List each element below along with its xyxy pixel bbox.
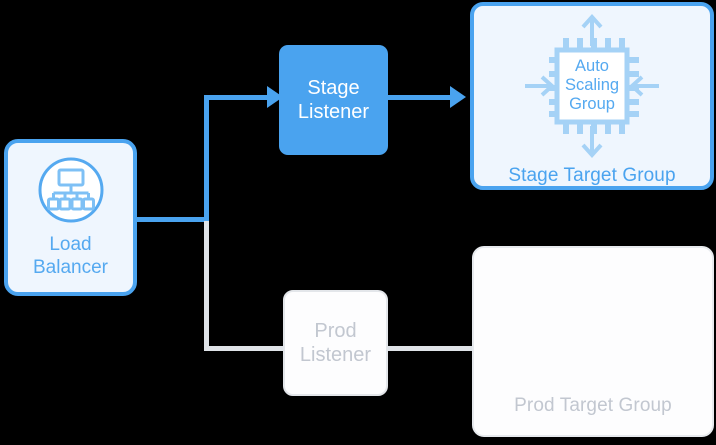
edge-junction-to-stage-listener	[204, 95, 272, 100]
node-stage-target-group[interactable]: Auto Scaling Group Stage Target Group	[470, 2, 714, 190]
asg-icon-label-line1: Auto	[575, 57, 609, 75]
node-prod-target-group[interactable]: Prod Target Group	[472, 246, 714, 437]
arrowhead-to-stage-target-group	[450, 86, 466, 108]
prod-listener-label-line1: Prod	[314, 319, 357, 342]
load-balancer-label-line2: Balancer	[33, 257, 108, 278]
node-stage-listener[interactable]: Stage Listener	[279, 45, 388, 155]
edge-stage-listener-to-target-group	[388, 95, 454, 100]
load-balancer-icon	[37, 156, 105, 224]
stage-listener-label-line2: Listener	[297, 101, 370, 123]
edge-junction-riser	[204, 95, 209, 222]
node-prod-listener[interactable]: Prod Listener	[283, 290, 388, 396]
svg-text:Scaling: Scaling	[565, 76, 619, 94]
node-load-balancer[interactable]: Load Balancer	[4, 139, 137, 296]
edge-lb-to-junction	[134, 217, 209, 222]
auto-scaling-group-icon: Auto Scaling Group	[517, 12, 667, 160]
svg-text:Group: Group	[569, 95, 615, 113]
stage-listener-label-line1: Stage	[307, 76, 360, 99]
prod-target-group-label: Prod Target Group	[514, 394, 672, 416]
edge-junction-to-prod-drop	[204, 221, 209, 351]
edge-to-prod-listener	[204, 346, 285, 351]
stage-target-group-label: Stage Target Group	[508, 165, 676, 186]
edge-prod-listener-to-target-group	[388, 346, 474, 351]
load-balancer-label-line1: Load	[49, 233, 92, 255]
prod-listener-label-line2: Listener	[299, 344, 372, 366]
